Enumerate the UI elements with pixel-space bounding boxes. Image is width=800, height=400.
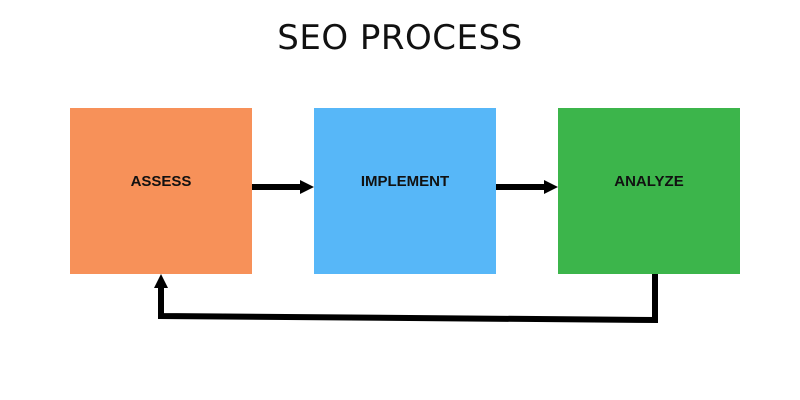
step-box-assess: ASSESS: [70, 108, 252, 274]
arrow-implement-to-analyze: [496, 180, 558, 194]
step-label-analyze: ANALYZE: [614, 172, 684, 190]
step-label-implement: IMPLEMENT: [360, 172, 450, 190]
diagram-title: SEO PROCESS: [277, 18, 523, 58]
arrow-assess-to-implement: [252, 180, 314, 194]
step-box-analyze: ANALYZE: [558, 108, 740, 274]
arrow-analyze-to-assess: [154, 274, 658, 324]
step-label-assess: ASSESS: [130, 172, 192, 190]
step-box-implement: IMPLEMENT: [314, 108, 496, 274]
